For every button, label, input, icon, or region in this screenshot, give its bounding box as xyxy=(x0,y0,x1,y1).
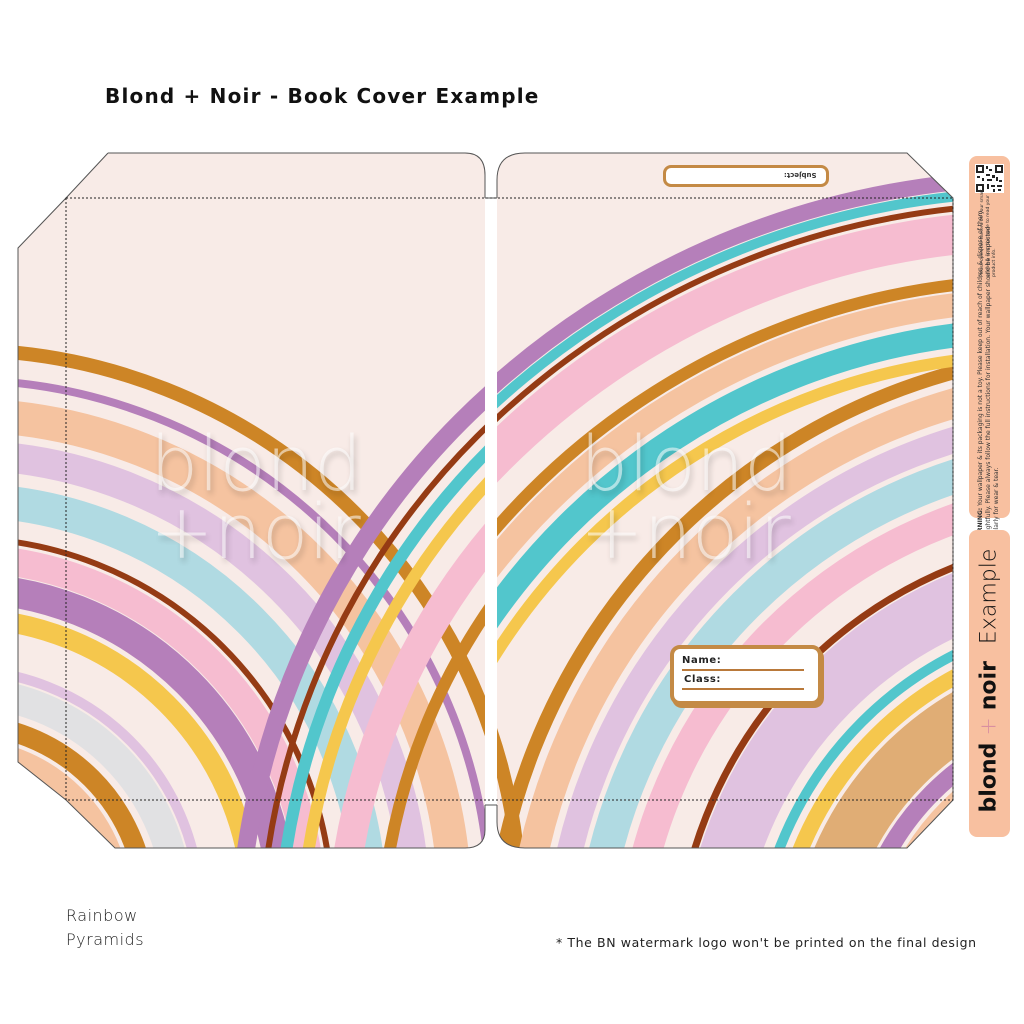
qr-code-icon xyxy=(975,164,1004,193)
brand-logo: blond + noir Example xyxy=(976,548,1002,813)
name-line xyxy=(682,669,804,671)
class-label: Class: xyxy=(684,674,722,685)
name-label: Name: xyxy=(682,655,722,666)
left-cover-panel xyxy=(18,153,485,848)
warning-text: WARNING: Your wallpaper & its packaging … xyxy=(977,210,1000,543)
pattern-name: Rainbow Pyramids xyxy=(66,906,145,949)
right-cover-panel xyxy=(497,153,953,848)
watermark-footnote: * The BN watermark logo won't be printed… xyxy=(556,935,977,950)
subject-label: Subject: xyxy=(663,165,829,187)
name-class-label: Name: Class: xyxy=(670,645,822,705)
warning-tab: Please open the camera on your smart pho… xyxy=(969,156,1010,543)
class-line xyxy=(682,688,804,690)
brand-tab: blond + noir Example xyxy=(969,530,1010,837)
page-title: Blond + Noir - Book Cover Example xyxy=(105,84,540,108)
